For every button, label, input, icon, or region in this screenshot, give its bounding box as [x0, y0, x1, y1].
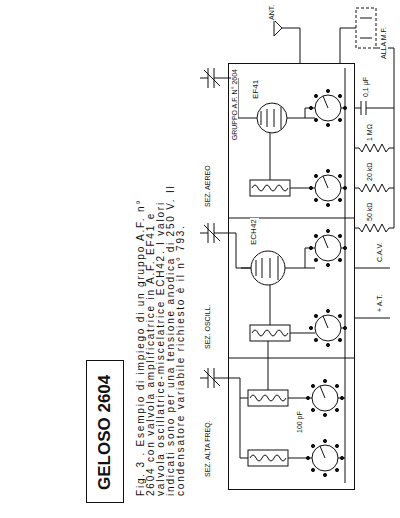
switch-contact [314, 338, 317, 341]
switch-contact [311, 408, 314, 411]
switch-contact [338, 118, 341, 121]
switch-contact [314, 174, 317, 177]
switch-contact [314, 94, 317, 97]
switch-contact [323, 413, 326, 416]
switch-contact [326, 169, 329, 172]
group-label: GRUPPO A.F. N° 2604 [231, 68, 238, 141]
switch-contact [314, 234, 317, 237]
switch-contact [314, 198, 317, 201]
switch-contact [326, 203, 329, 206]
switch-contact [323, 473, 326, 476]
wiring [228, 28, 394, 483]
switch-contact [338, 94, 341, 97]
switch-wiper [323, 176, 328, 188]
component-label: SEZ. OSCILL. [204, 304, 212, 350]
switch-contact [314, 118, 317, 121]
component-label: ECH42 [250, 218, 259, 246]
switch-contact [323, 379, 326, 382]
switch-wiper [320, 446, 325, 458]
switch-contact [314, 314, 317, 317]
component-label: C.A.V. [376, 241, 384, 263]
component-label: 20 kΩ [366, 162, 374, 182]
rf-group-housing: GRUPPO A.F. N° 2604 [228, 63, 355, 490]
component-label: SEZ. ALTA FREQ. [204, 419, 212, 478]
switch-contact [338, 338, 341, 341]
switch-contact [326, 263, 329, 266]
valves [241, 103, 287, 285]
switch-contact [338, 234, 341, 237]
switch-wiper [323, 236, 328, 248]
component-label: ANT. [268, 4, 276, 21]
switch-contact [335, 384, 338, 387]
switch-contact [309, 326, 312, 329]
wave-switch-wafers [306, 89, 346, 476]
switch-contact [326, 309, 329, 312]
if-transformer [340, 8, 376, 63]
switch-contact [335, 468, 338, 471]
switch-contact [326, 123, 329, 126]
antenna-symbol [274, 20, 300, 36]
switch-contact [314, 258, 317, 261]
variable-capacitors [200, 68, 228, 388]
coils [248, 180, 290, 466]
switch-contact [326, 229, 329, 232]
component-label: EF41 [252, 79, 261, 100]
switch-wiper [323, 96, 328, 108]
switch-contact [338, 174, 341, 177]
switch-contact [311, 384, 314, 387]
switch-contact [311, 468, 314, 471]
title-text: GELOSO 2604 [95, 373, 115, 490]
switch-contact [338, 258, 341, 261]
component-label: 1 MΩ [366, 123, 374, 142]
component-label: 100 pF [296, 410, 304, 434]
switch-contact [335, 444, 338, 447]
component-label: 0,1 μF [362, 76, 370, 98]
component-label: ALLA M.F. [380, 26, 388, 60]
switch-contact [326, 89, 329, 92]
switch-contact [326, 343, 329, 346]
component-label: SEZ. AEREO [204, 164, 212, 208]
switch-contact [338, 198, 341, 201]
component-label: 50 kΩ [366, 202, 374, 222]
switch-wiper [320, 386, 325, 398]
switch-contact [335, 408, 338, 411]
switch-wiper [323, 316, 328, 328]
component-label: + A.T. [376, 293, 384, 313]
resistors [359, 101, 392, 232]
section-dividers [228, 218, 355, 358]
switch-contact [338, 314, 341, 317]
switch-contact [323, 439, 326, 442]
figure-caption: Fig. 3 . Esempio di impiego di un gruppo… [136, 178, 186, 496]
switch-contact [311, 444, 314, 447]
title-box: GELOSO 2604 [86, 360, 124, 503]
